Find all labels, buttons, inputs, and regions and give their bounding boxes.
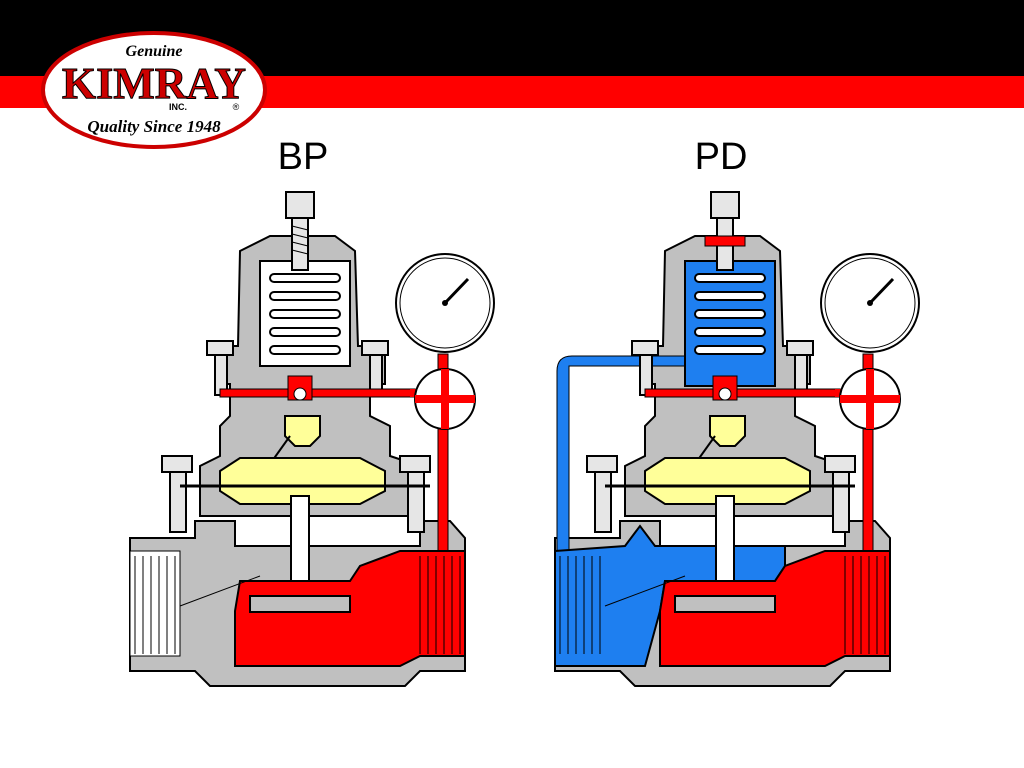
pilot-plug: [284, 415, 321, 447]
logo-registered-mark: ®: [233, 102, 240, 112]
main-valve-plug: [674, 595, 776, 613]
pd-valve-diagram: [554, 191, 920, 687]
diagram-label-pd: PD: [694, 136, 748, 178]
logo-top-text: Genuine: [126, 43, 183, 60]
pressure-gauge: [395, 253, 495, 430]
diaphragm: [644, 457, 811, 505]
main-valve-plug: [249, 595, 351, 613]
logo-brand: KIMRAY: [62, 59, 246, 108]
logo-sub-brand: INC.: [169, 102, 187, 112]
port-threads: [134, 556, 461, 654]
kimray-logo: Genuine KIMRAY INC. ® Quality Since 1948: [41, 31, 267, 149]
bp-valve-diagram: [129, 191, 495, 687]
adjusting-screw: [704, 191, 746, 271]
spring: [694, 273, 766, 355]
adjusting-screw: [285, 191, 315, 271]
port-threads: [559, 556, 886, 654]
spring: [269, 273, 341, 355]
pilot-plug: [709, 415, 746, 447]
diaphragm: [219, 457, 386, 505]
pressure-gauge: [820, 253, 920, 430]
diagram-label-bp: BP: [277, 136, 329, 178]
outlet-chamber: [129, 550, 181, 657]
logo-tagline: Quality Since 1948: [87, 117, 221, 136]
spring-chamber: [259, 260, 351, 367]
